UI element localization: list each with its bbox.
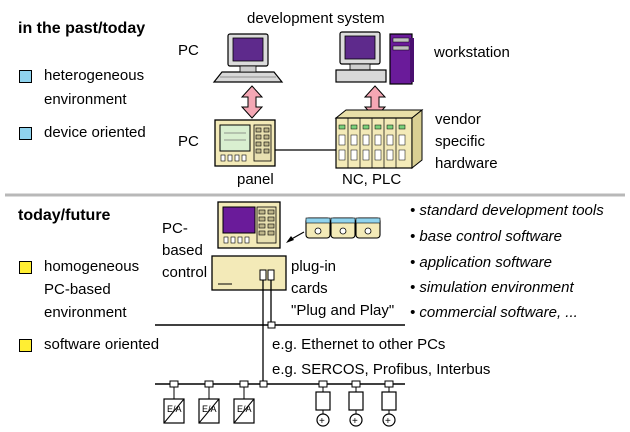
label-ethernet: e.g. Ethernet to other PCs (272, 336, 446, 353)
plug-in-cards-icon (305, 217, 381, 239)
operator-panel-icon (214, 119, 276, 167)
label-plug-in: plug-in (291, 258, 337, 275)
label-pc-top: PC (178, 42, 199, 59)
svg-text:+: + (352, 416, 358, 427)
feature-base-control-software: base control software (419, 228, 562, 245)
double-arrow-icon (240, 85, 264, 119)
workstation-icon (335, 31, 414, 85)
label-hardware: hardware (435, 155, 498, 172)
future-heading: today/future (18, 207, 111, 224)
feature-commercial-software: commercial software, ... (419, 304, 578, 321)
svg-text:E/A: E/A (167, 404, 182, 414)
past-item-device-oriented: device oriented (44, 124, 146, 141)
io-converter-icon: E/A (163, 380, 185, 424)
past-heading: in the past/today (18, 20, 146, 37)
label-based: based (162, 242, 203, 259)
label-pc-bottom: PC (178, 133, 199, 150)
future-item-pc-based: PC-based (44, 281, 111, 298)
future-item-environment: environment (44, 304, 127, 321)
label-specific: specific (435, 133, 486, 150)
label-nc-plc: NC, PLC (342, 171, 402, 188)
io-converter-icon: E/A (233, 380, 255, 424)
plc-rack-icon (334, 108, 424, 170)
blue-bullet-icon (19, 70, 32, 83)
feature-item: • application software (410, 254, 552, 271)
feature-item: • commercial software, ... (410, 304, 578, 321)
feature-item: • base control software (410, 228, 562, 245)
svg-text:E/A: E/A (202, 404, 217, 414)
label-development-system: development system (247, 10, 385, 27)
label-fieldbus: e.g. SERCOS, Profibus, Interbus (272, 361, 491, 378)
pc-computer-icon (212, 33, 284, 83)
svg-text:E/A: E/A (237, 404, 252, 414)
label-control: control (162, 264, 208, 281)
io-converter-icon: E/A (198, 380, 220, 424)
feature-item: • standard development tools (410, 202, 604, 219)
svg-text:+: + (319, 416, 325, 427)
drive-sensor-icon: + (315, 380, 331, 427)
label-vendor: vendor (435, 111, 481, 128)
past-item-heterogeneous: heterogeneous (44, 67, 145, 84)
svg-text:+: + (385, 416, 391, 427)
blue-bullet-icon (19, 127, 32, 140)
feature-standard-development-tools: standard development tools (419, 202, 604, 219)
label-panel: panel (237, 171, 274, 188)
label-cards: cards (291, 280, 328, 297)
yellow-bullet-icon (19, 261, 32, 274)
label-workstation: workstation (434, 44, 510, 61)
past-item-environment: environment (44, 91, 127, 108)
feature-item: • simulation environment (410, 279, 574, 296)
pc-based-control-icon (211, 201, 287, 291)
drive-sensor-icon: + (348, 380, 364, 427)
feature-application-software: application software (419, 254, 552, 271)
feature-simulation-environment: simulation environment (419, 279, 574, 296)
label-plug-and-play: "Plug and Play" (291, 302, 395, 319)
drive-sensor-icon: + (381, 380, 397, 427)
future-item-homogeneous: homogeneous (44, 258, 140, 275)
yellow-bullet-icon (19, 339, 32, 352)
label-pc-dash: PC- (162, 220, 188, 237)
future-item-software-oriented: software oriented (44, 336, 160, 353)
